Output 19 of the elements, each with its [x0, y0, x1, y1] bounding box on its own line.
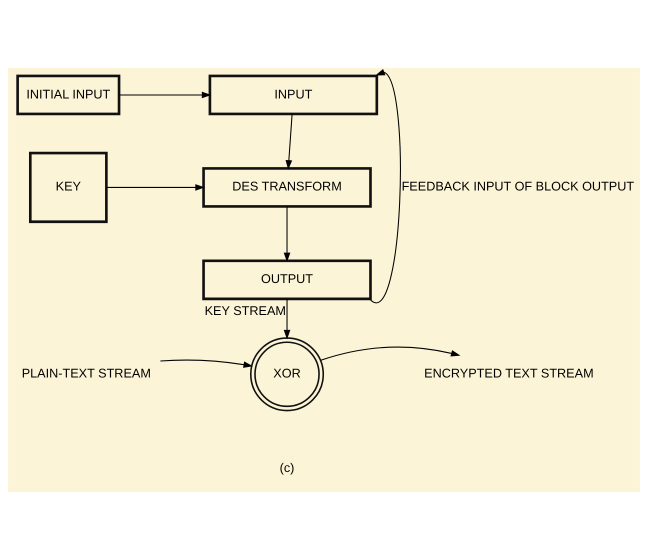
node-text: PLAIN-TEXT STREAM	[22, 366, 151, 381]
node-text: ENCRYPTED TEXT STREAM	[424, 366, 594, 381]
arrow	[320, 346, 460, 361]
arrow	[286, 114, 293, 170]
node-box: DES TRANSFORM	[202, 167, 372, 208]
node-circle: XOR	[250, 337, 324, 412]
arrow	[284, 299, 290, 340]
arrow	[119, 92, 212, 98]
node-box: OUTPUT	[202, 260, 372, 300]
arrow	[160, 360, 253, 368]
label: (c)	[280, 461, 294, 476]
arrow	[106, 184, 205, 191]
arrow	[370, 69, 401, 303]
node-box: KEY	[28, 152, 108, 224]
node-box: INPUT	[208, 74, 378, 116]
edge-label: FEEDBACK INPUT OF BLOCK OUTPUT	[402, 180, 634, 194]
edge-label: KEY STREAM	[204, 304, 286, 318]
arrow	[284, 206, 290, 262]
node-box: INITIAL INPUT	[16, 74, 120, 116]
